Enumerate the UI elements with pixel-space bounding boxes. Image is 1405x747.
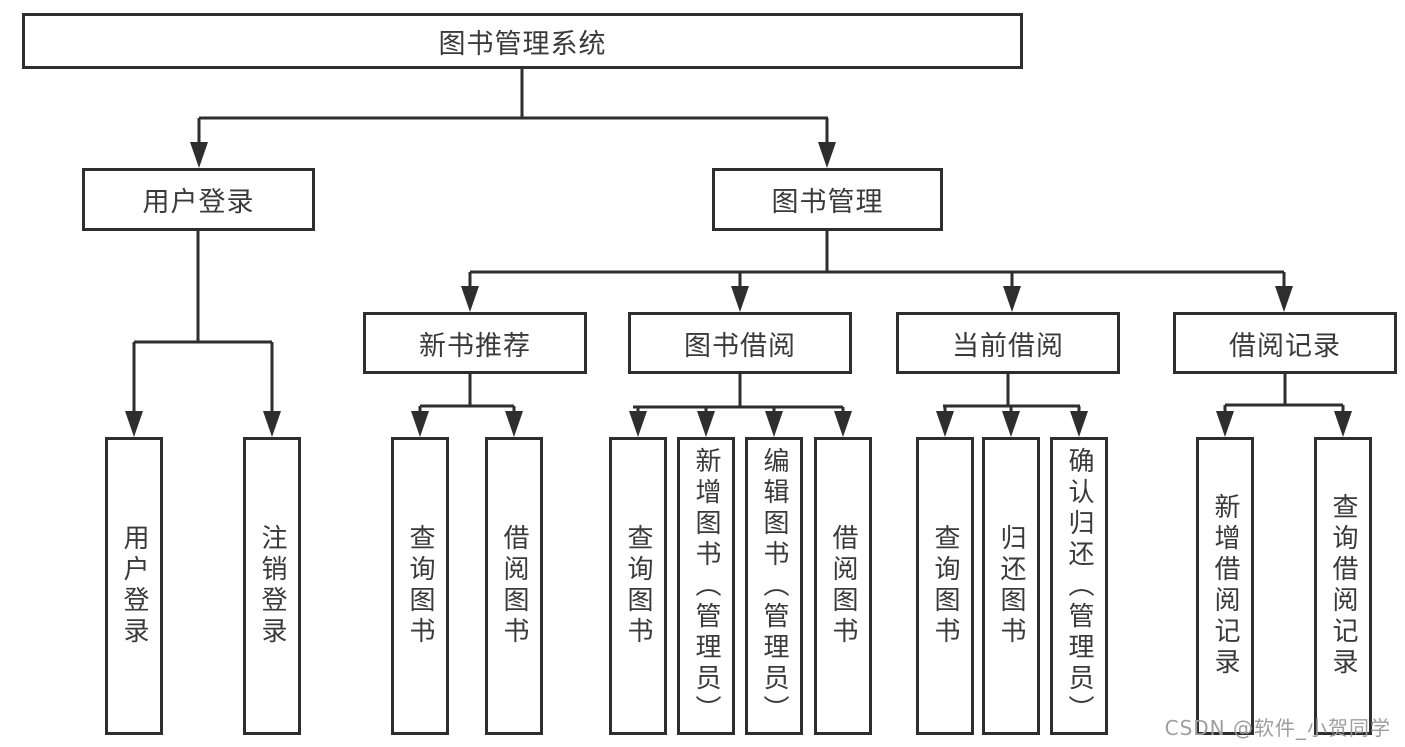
- node-new-book-recommend: 新书推荐: [363, 312, 587, 374]
- leaf-label: 注销登录: [257, 524, 287, 648]
- leaf-record-add-record: 新增借阅记录: [1196, 437, 1254, 735]
- leaf-borrow-edit-book-admin: 编辑图书（管理员）: [745, 437, 803, 735]
- leaf-recommend-query-book: 查询图书: [391, 437, 449, 735]
- leaf-borrow-add-book-admin: 新增图书（管理员）: [677, 437, 735, 735]
- node-book-borrow: 图书借阅: [628, 312, 852, 374]
- leaf-label: 查询借阅记录: [1328, 493, 1358, 679]
- leaf-current-query-book: 查询图书: [916, 437, 974, 735]
- leaf-label: 归还图书: [996, 524, 1026, 648]
- leaf-recommend-borrow-book: 借阅图书: [485, 437, 543, 735]
- node-borrow-record: 借阅记录: [1173, 312, 1397, 374]
- leaf-label: 查询图书: [405, 524, 435, 648]
- node-user-login: 用户登录: [82, 168, 315, 231]
- leaf-label: 借阅图书: [499, 524, 529, 648]
- leaf-record-query-record: 查询借阅记录: [1314, 437, 1372, 735]
- leaf-borrow-borrow-book: 借阅图书: [814, 437, 872, 735]
- leaf-label: 查询图书: [930, 524, 960, 648]
- node-book-management: 图书管理: [712, 168, 943, 231]
- leaf-label: 确认归还（管理员）: [1064, 446, 1094, 726]
- csdn-watermark: CSDN @软件_小贺同学: [1164, 716, 1391, 740]
- leaf-label: 新增借阅记录: [1210, 493, 1240, 679]
- leaf-borrow-query-book: 查询图书: [609, 437, 667, 735]
- node-current-borrow: 当前借阅: [896, 312, 1120, 374]
- leaf-current-confirm-return-admin: 确认归还（管理员）: [1050, 437, 1108, 735]
- leaf-login-logout: 注销登录: [243, 437, 301, 735]
- leaf-label: 编辑图书（管理员）: [759, 446, 789, 726]
- leaf-label: 新增图书（管理员）: [691, 446, 721, 726]
- leaf-current-return-book: 归还图书: [982, 437, 1040, 735]
- leaf-label: 用户登录: [119, 524, 149, 648]
- leaf-label: 借阅图书: [828, 524, 858, 648]
- node-root: 图书管理系统: [22, 13, 1023, 69]
- leaf-login-user-login: 用户登录: [105, 437, 163, 735]
- leaf-label: 查询图书: [623, 524, 653, 648]
